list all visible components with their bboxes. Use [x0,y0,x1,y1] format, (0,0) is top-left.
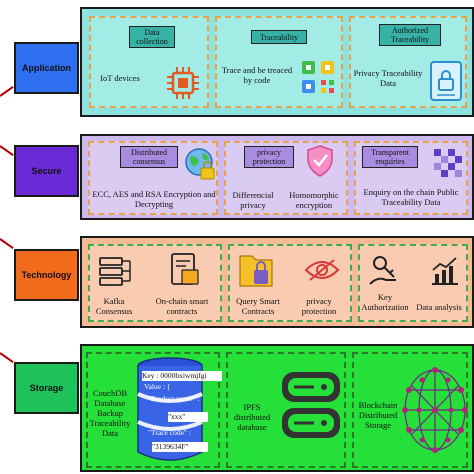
transparent-panel: Transparent enquiries Enquiry on the cha… [354,141,468,215]
json-line-1: Value : { [144,382,171,391]
couchdb-panel: CouchDB Database Backup Traceability Dat… [86,352,222,468]
secure-row: Distributed consensus ECC, AES and RSA E… [80,134,474,220]
application-arrow [0,86,14,97]
ipfs-label: IPFS distributed database [233,402,271,432]
blockchain-label: Blockchain Distributed Storage [358,400,398,430]
secure-arrow [0,145,14,156]
json-line-3: "xxx" [168,412,208,422]
crypto-label: ECC, AES and RSA Encryption and Decrypti… [92,189,216,209]
qr-code-icon [302,61,334,93]
data-collection-title: Data collection [129,26,175,48]
application-row: Data collection IoT devices Traceability… [80,7,474,117]
json-line-4: "Trace code" : [148,428,191,437]
bar-chart-icon [432,257,458,285]
json-line-0: Key : 0000bxiwmjfgi [142,371,222,381]
key-hand-icon [369,256,396,285]
globe-lock-icon [185,148,215,180]
server-storage-icon [282,372,340,438]
data-analysis-label: Data analysis [416,302,462,312]
technology-row: Kafka Consensus On-chain smart contracts… [80,236,474,328]
storage-row: CouchDB Database Backup Traceability Dat… [80,344,474,472]
privacy-protection-panel: privacy protection Differencial privacy … [224,141,348,215]
traceability-panel: Traceability Trace and be treaced by cod… [215,16,343,108]
technology-arrow [0,238,14,249]
homomorphic-label: Homomorphic encryption [289,190,339,210]
privacy-data-label: Privacy Traceability Data [353,68,423,88]
tech-privacy-label: privacy protection [301,296,337,316]
storage-arrow [0,352,14,363]
onchain-label: On-chain smart contracts [155,296,209,316]
lock-document-icon [430,61,462,101]
kafka-label: Kafka Consensus [95,296,133,316]
contract-icon [171,253,199,285]
application-label: Application [14,42,79,94]
shield-check-icon [307,145,333,177]
ipfs-panel: IPFS distributed database [226,352,346,468]
differential-privacy-label: Differencial privacy [232,190,274,210]
secure-label: Secure [14,145,79,197]
query-label: Query Smart Contracts [236,296,280,316]
key-analysis-panel: Key Authorization Data analysis [358,244,468,322]
blockchain-panel: Blockchain Distributed Storage [352,352,468,468]
storage-label: Storage [14,362,79,414]
json-line-5: "3139634F" [152,442,208,452]
pixel-grid-icon [434,149,462,177]
technology-label: Technology [14,249,79,301]
server-network-icon [99,257,131,286]
folder-lock-icon [239,255,273,287]
authorized-title: Authorized Traceability [379,24,441,46]
network-sphere-icon [402,367,468,453]
json-line-2: "Product name" : [148,394,200,403]
authorized-panel: Authorized Traceability Privacy Traceabi… [349,16,467,108]
distributed-panel: Distributed consensus ECC, AES and RSA E… [88,141,218,215]
data-collection-panel: Data collection IoT devices [89,16,209,108]
eye-slash-icon [304,259,340,281]
traceability-title: Traceability [251,30,307,44]
enquiry-label: Enquiry on the chain Public Traceability… [363,187,459,207]
trace-label: Trace and be treaced by code [221,65,293,85]
iot-devices-label: IoT devices [100,73,140,83]
key-auth-label: Key Authorization [361,292,409,312]
query-privacy-panel: Query Smart Contracts privacy protection [228,244,352,322]
couchdb-label: CouchDB Database Backup Traceability Dat… [89,388,131,438]
transparent-title: Transparent enquiries [362,146,418,168]
consensus-contracts-panel: Kafka Consensus On-chain smart contracts [88,244,222,322]
chip-icon [167,67,199,99]
privacy-protection-title: privacy protection [244,146,294,168]
distributed-title: Distributed consensus [120,146,178,168]
